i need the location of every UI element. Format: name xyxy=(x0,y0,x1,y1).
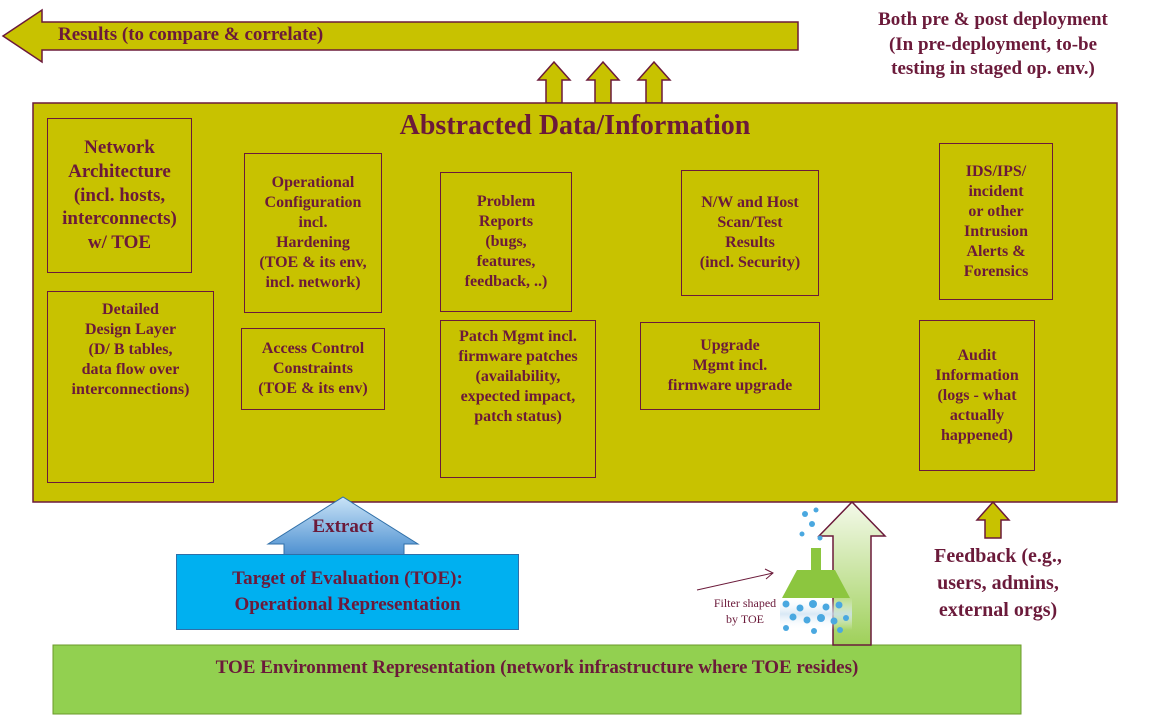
problem-reports-box: Problem Reports (bugs, features, feedbac… xyxy=(440,172,572,312)
up-arrow-3 xyxy=(636,60,672,104)
patch-mgmt-box: Patch Mgmt incl. firmware patches (avail… xyxy=(440,320,596,478)
extract-arrow xyxy=(266,496,420,557)
deployment-note: Both pre & post deployment (In pre-deplo… xyxy=(878,9,1108,80)
upgrade-mgmt-box: Upgrade Mgmt incl. firmware upgrade xyxy=(640,322,820,410)
operational-configuration-box: Operational Configuration incl. Hardenin… xyxy=(244,153,382,313)
environment-box-label: TOE Environment Representation (network … xyxy=(215,657,859,678)
results-arrow xyxy=(1,8,799,64)
up-arrow-1 xyxy=(536,60,572,104)
panel-title: Abstracted Data/Information xyxy=(399,110,751,141)
toe-box: Target of Evaluation (TOE): Operational … xyxy=(176,554,519,630)
extract-label: Extract xyxy=(312,516,374,537)
access-control-box: Access Control Constraints (TOE & its en… xyxy=(241,328,385,410)
filter-icon xyxy=(780,507,852,634)
filter-label: Filter shaped by TOE xyxy=(713,596,777,626)
audit-information-box: Audit Information (logs - what actually … xyxy=(919,320,1035,471)
filter-pointer-arrow xyxy=(696,572,774,591)
feedback-arrow xyxy=(975,500,1011,539)
detailed-design-box: Detailed Design Layer (D/ B tables, data… xyxy=(47,291,214,483)
results-arrow-label: Results (to compare & correlate) xyxy=(58,24,324,45)
up-arrow-2 xyxy=(585,60,621,104)
feedback-note: Feedback (e.g., users, admins, external … xyxy=(934,545,1062,621)
network-architecture-box: Network Architecture (incl. hosts, inter… xyxy=(47,118,192,273)
ids-alerts-box: IDS/IPS/ incident or other Intrusion Ale… xyxy=(939,143,1053,300)
environment-box-bg xyxy=(52,644,1022,715)
scan-results-box: N/W and Host Scan/Test Results (incl. Se… xyxy=(681,170,819,296)
